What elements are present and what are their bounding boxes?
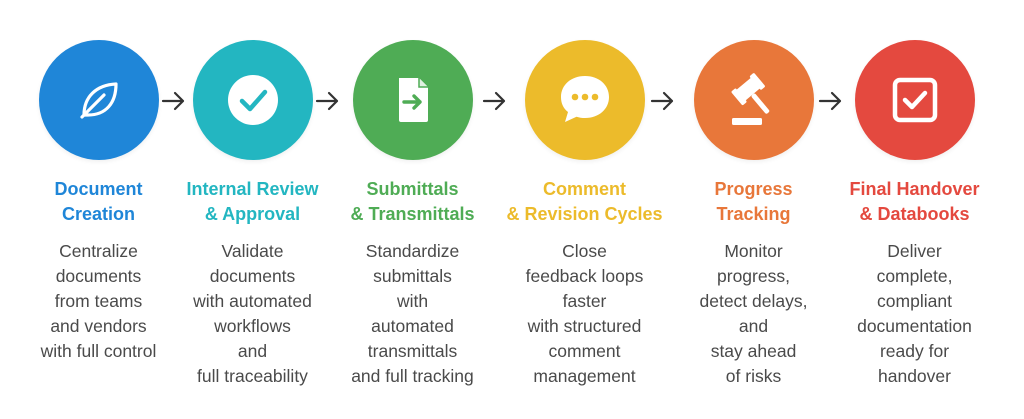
step-comment-cycles: Comment & Revision Cycles Close feedback…: [502, 40, 667, 389]
step-title-line: & Transmittals: [350, 204, 475, 224]
description-line: management: [533, 366, 636, 386]
description-line: comment: [548, 341, 621, 361]
description-line: with full control: [40, 341, 157, 361]
arrow-right-icon: [818, 91, 842, 111]
description-line: Centralize: [59, 241, 138, 261]
description-line: with structured: [527, 316, 642, 336]
step-title-line: & Databooks: [859, 204, 970, 224]
step-circle: [693, 40, 814, 160]
description-line: Close: [562, 241, 607, 261]
step-title-line: Document: [54, 179, 143, 199]
description-line: complete,: [876, 266, 953, 286]
step-submittals: Submittals & Transmittals Standardize su…: [330, 40, 495, 389]
step-circle: [854, 40, 975, 160]
description-line: full traceability: [197, 366, 308, 386]
description-line: faster: [562, 291, 607, 311]
step-description: Close feedback loops faster with structu…: [502, 239, 667, 389]
description-line: and full tracking: [351, 366, 474, 386]
arrow-right-icon: [315, 91, 339, 111]
checkmark-icon: [227, 75, 278, 125]
file-transfer-icon: [398, 78, 428, 122]
step-description: Deliver complete, compliant documentatio…: [832, 239, 997, 389]
description-line: progress,: [717, 266, 790, 286]
description-line: and: [738, 316, 769, 336]
step-progress-tracking: Progress Tracking Monitor progress, dete…: [671, 40, 836, 389]
checkbox-icon: [892, 77, 937, 123]
description-line: transmittals: [367, 341, 458, 361]
description-line: from teams: [54, 291, 143, 311]
step-title-line: Internal Review: [186, 179, 319, 199]
arrow-right-icon: [161, 91, 185, 111]
description-line: Monitor: [724, 241, 783, 261]
gavel-icon: [731, 73, 769, 125]
step-title: Submittals & Transmittals: [330, 177, 495, 227]
step-title-line: Tracking: [716, 204, 791, 224]
step-title-line: & Approval: [204, 204, 301, 224]
description-line: compliant: [877, 291, 952, 311]
step-description: Validate documents with automated workfl…: [170, 239, 335, 389]
description-line: with automated: [193, 291, 312, 311]
step-document-creation: Document Creation Centralize documents f…: [16, 40, 181, 364]
step-description: Standardize submittals with automated tr…: [330, 239, 495, 389]
description-line: and vendors: [50, 316, 147, 336]
description-line: workflows: [214, 316, 291, 336]
step-title-line: & Revision Cycles: [506, 204, 663, 224]
description-line: Standardize: [365, 241, 460, 261]
description-line: documentation: [857, 316, 972, 336]
step-title: Internal Review & Approval: [170, 177, 335, 227]
description-line: with: [396, 291, 429, 311]
step-description: Monitor progress, detect delays, and sta…: [671, 239, 836, 389]
description-line: of risks: [725, 366, 782, 386]
description-line: and: [237, 341, 268, 361]
step-title-line: Progress: [714, 179, 793, 199]
step-title: Document Creation: [16, 177, 181, 227]
description-line: submittals: [373, 266, 452, 286]
description-line: automated: [371, 316, 454, 336]
step-final-handover: Final Handover & Databooks Deliver compl…: [832, 40, 997, 389]
step-internal-review: Internal Review & Approval Validate docu…: [170, 40, 335, 389]
description-line: stay ahead: [710, 341, 797, 361]
step-title: Comment & Revision Cycles: [502, 177, 667, 227]
step-title-line: Submittals: [366, 179, 459, 199]
step-circle: [38, 40, 159, 160]
step-title-line: Comment: [542, 179, 626, 199]
description-line: feedback loops: [525, 266, 644, 286]
description-line: detect delays,: [699, 291, 808, 311]
step-circle: [192, 40, 313, 160]
step-circle: [524, 40, 645, 160]
chat-bubble-icon: [560, 76, 609, 122]
leaf-icon: [79, 82, 118, 119]
description-line: documents: [55, 266, 142, 286]
description-line: handover: [878, 366, 951, 386]
arrow-right-icon: [482, 91, 506, 111]
description-line: ready for: [879, 341, 950, 361]
step-title-line: Final Handover: [849, 179, 980, 199]
description-line: Validate: [221, 241, 284, 261]
step-title: Progress Tracking: [671, 177, 836, 227]
step-title: Final Handover & Databooks: [832, 177, 997, 227]
description-line: Deliver: [887, 241, 942, 261]
step-title-line: Creation: [61, 204, 135, 224]
arrow-right-icon: [650, 91, 674, 111]
step-circle: [352, 40, 473, 160]
step-description: Centralize documents from teams and vend…: [16, 239, 181, 364]
description-line: documents: [209, 266, 296, 286]
